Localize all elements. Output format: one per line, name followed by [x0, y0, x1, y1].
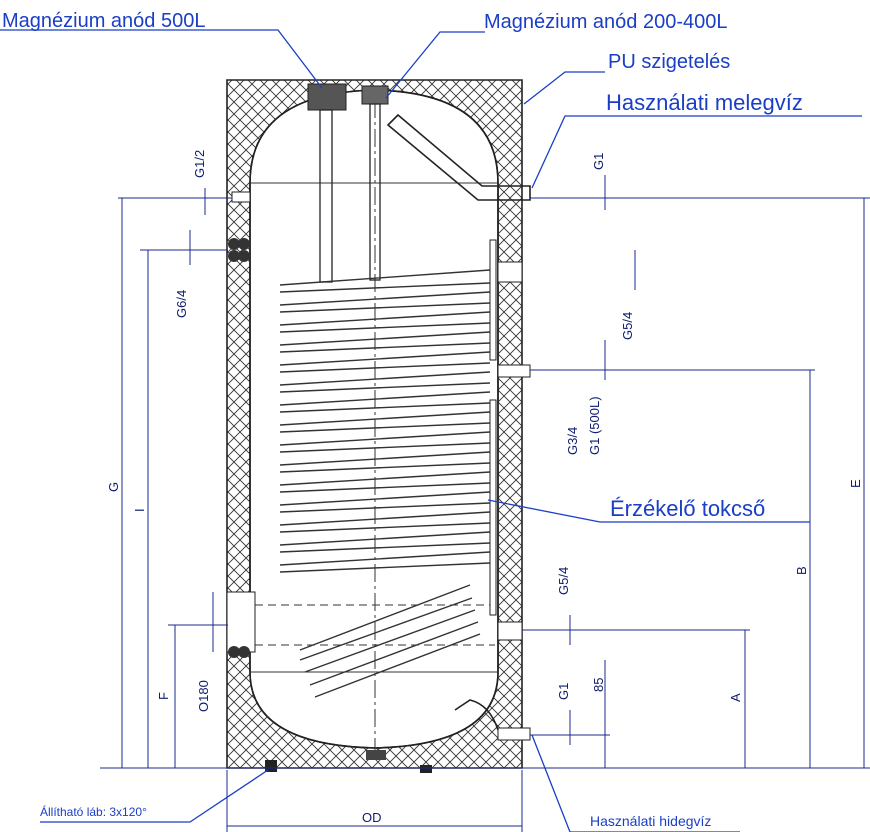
left-connections	[226, 191, 256, 658]
dim-A: A	[728, 693, 743, 702]
dim-g1-500: G1 (500L)	[587, 396, 602, 455]
dim-g1-top: G1	[591, 153, 606, 170]
dim-g5-4-top: G5/4	[620, 312, 635, 340]
dim-E: E	[848, 479, 863, 488]
dim-g1-bottom: G1	[556, 683, 571, 700]
hot-water-pipe	[386, 113, 531, 201]
dim-g3-4: G3/4	[565, 427, 580, 455]
callout-leaders	[0, 29, 862, 832]
label-anode-200-400: Magnézium anód 200-400L	[484, 11, 728, 33]
sensor-pocket-tubes	[489, 239, 497, 616]
right-connections	[454, 261, 531, 741]
dim-g1-2: G1/2	[192, 150, 207, 178]
label-sensor-pocket: Érzékelő tokcső	[610, 496, 765, 521]
feet	[265, 750, 432, 773]
label-hot-water: Használati melegvíz	[606, 90, 803, 115]
label-pu-insulation: PU szigetelés	[608, 51, 730, 73]
dim-g5-4-bottom: G5/4	[556, 567, 571, 595]
label-adjustable-feet: Állítható láb: 3x120°	[40, 804, 147, 819]
dim-F: F	[156, 692, 171, 700]
dim-o180: O180	[196, 680, 211, 712]
dim-B: B	[794, 566, 809, 575]
dim-I: I	[132, 508, 147, 512]
label-cold-water: Használati hidegvíz	[590, 813, 711, 829]
dim-G: G	[106, 482, 121, 492]
heating-coil	[255, 269, 495, 698]
dim-85: 85	[591, 678, 606, 692]
dimension-lines	[100, 175, 870, 832]
dim-g6-4: G6/4	[174, 290, 189, 318]
dim-OD: OD	[362, 810, 382, 825]
label-anode-500: Magnézium anód 500L	[2, 10, 205, 32]
